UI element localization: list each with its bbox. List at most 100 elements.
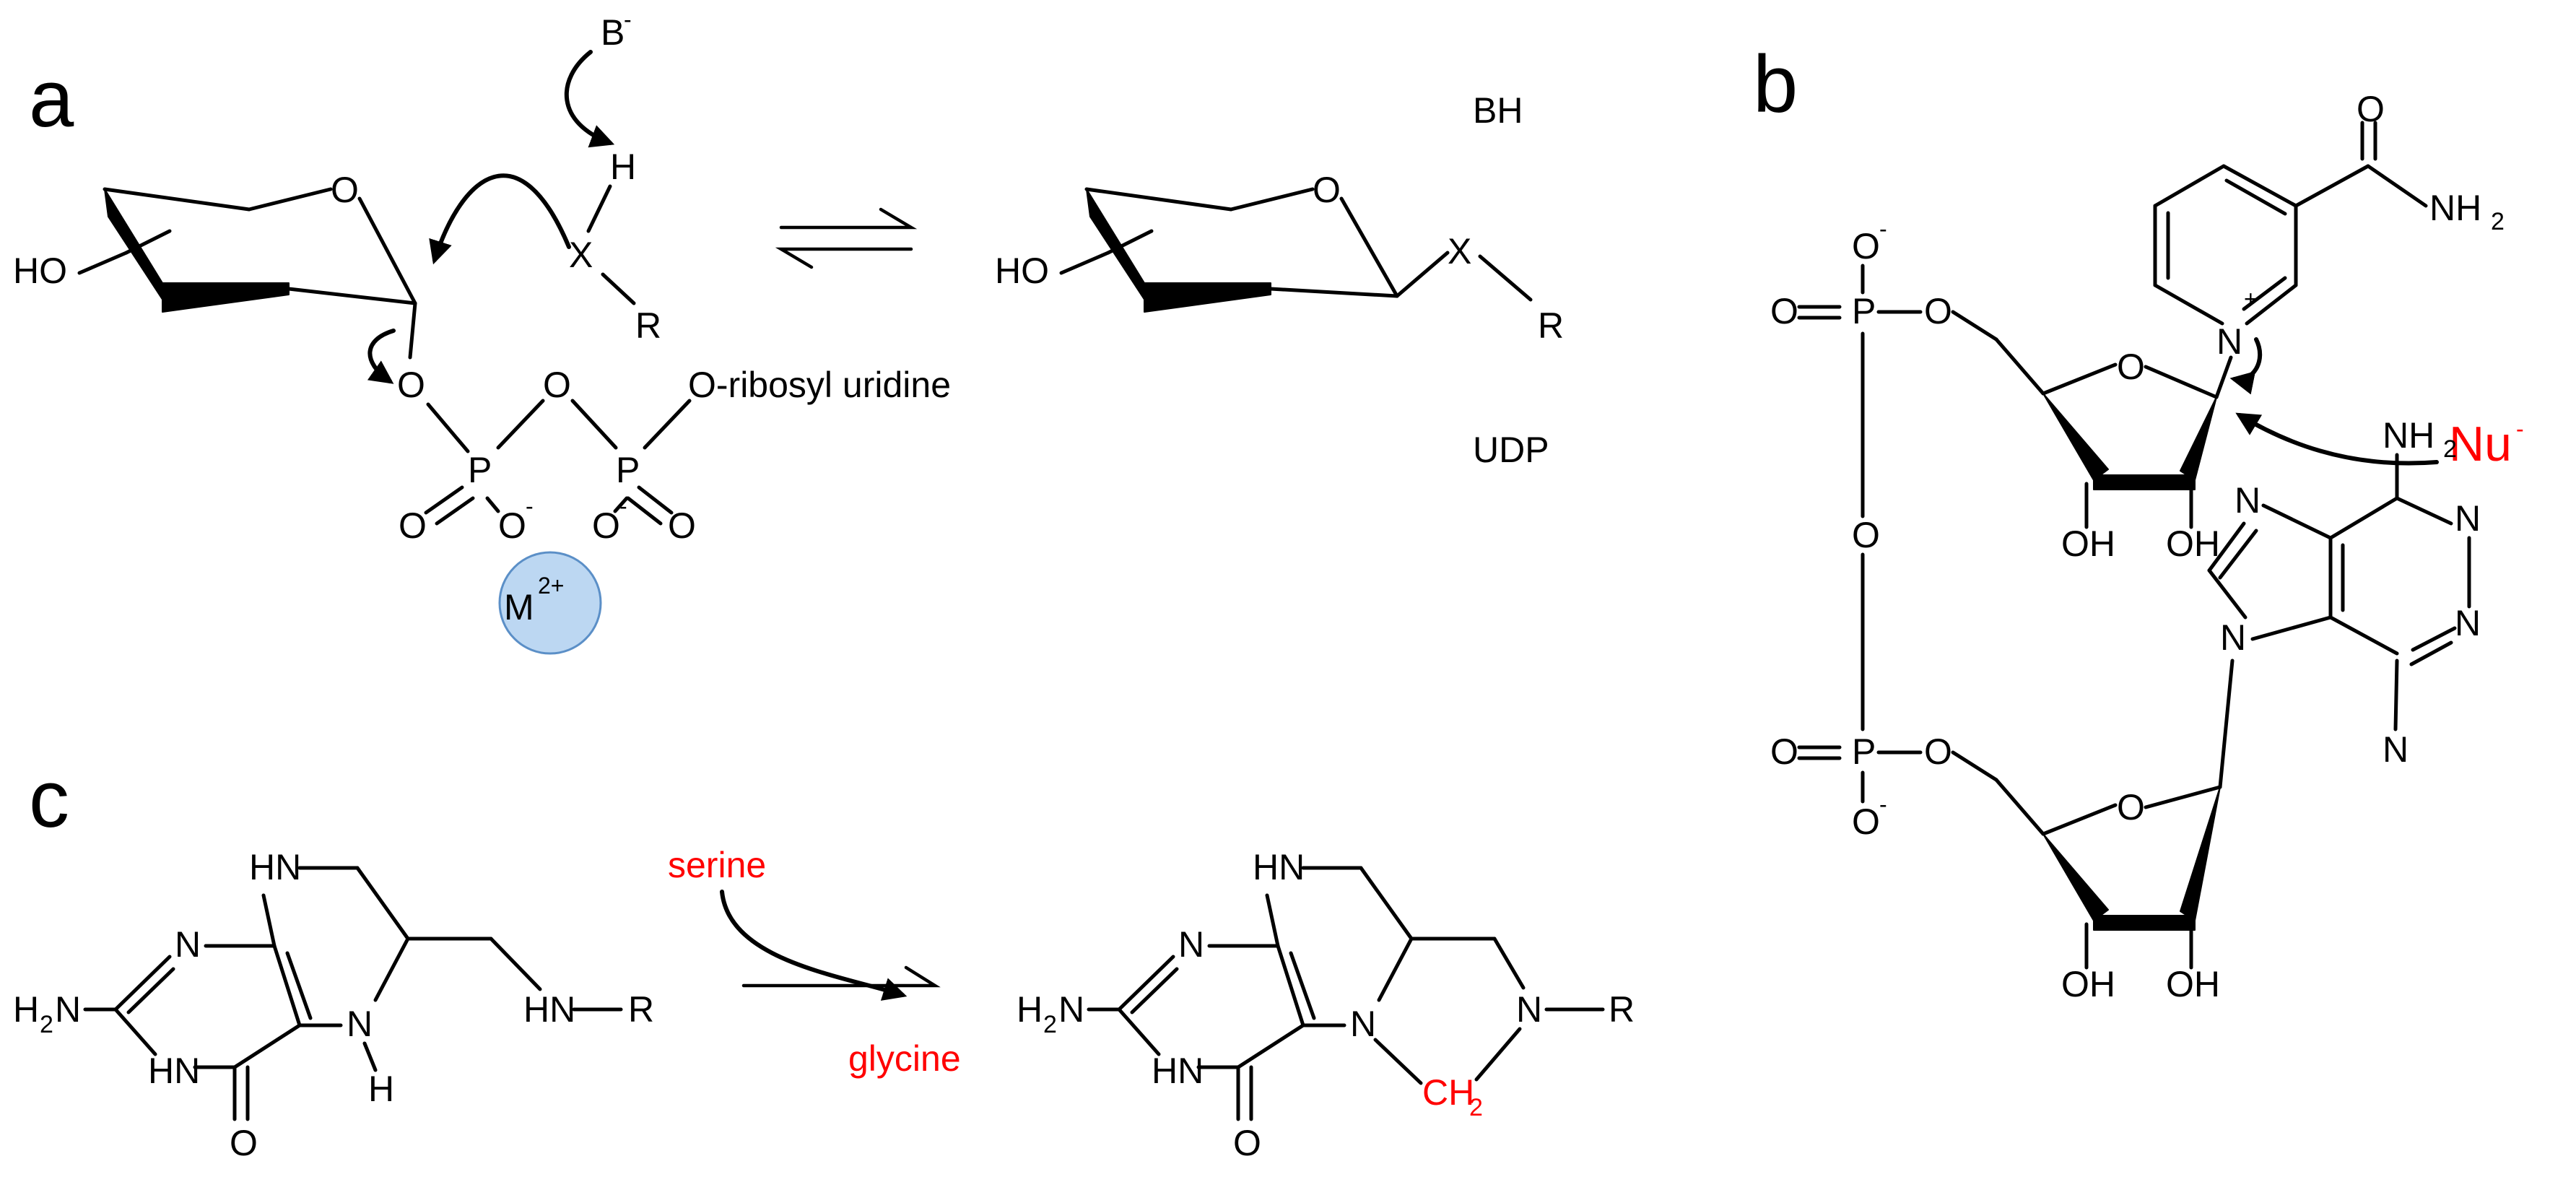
svg-text:N: N <box>2383 729 2409 770</box>
svg-text:R: R <box>1538 305 1564 346</box>
svg-text:O: O <box>1852 515 1880 555</box>
metal-label: M <box>504 587 534 627</box>
svg-text:O: O <box>230 1123 258 1163</box>
hydroxyl-left: HO <box>13 251 67 291</box>
protonated-base-label: BH <box>1473 90 1523 131</box>
sugar-chair-right: O HO X R <box>995 170 1564 346</box>
svg-text:2: 2 <box>2491 208 2505 235</box>
panel-c-label: c <box>29 754 69 844</box>
nucleophile-h: H <box>610 147 636 187</box>
serine-to-glycine-arrow <box>720 890 908 1001</box>
svg-text:-: - <box>1879 791 1887 817</box>
ring-oxygen-left: O <box>331 170 359 210</box>
svg-text:OH: OH <box>2061 964 2115 1004</box>
adenine-ring: NH 2 N N N N N <box>2207 415 2481 770</box>
udp-diphosphate: O P O P O-ribosyl uridine O O - O - O <box>397 365 951 546</box>
svg-text:N: N <box>1516 989 1542 1030</box>
svg-text:N: N <box>2455 603 2481 643</box>
svg-text:O: O <box>1852 801 1880 842</box>
svg-text:2: 2 <box>40 1011 53 1038</box>
svg-text:N: N <box>1178 924 1204 965</box>
metal-ion-circle <box>498 551 602 655</box>
methylene-tetrahydrofolate-right: H 2 N N HN O HN N CH 2 <box>1017 847 1635 1163</box>
base-charge: - <box>624 6 632 32</box>
svg-text:-: - <box>526 493 534 519</box>
svg-text:O: O <box>1770 291 1798 331</box>
amide-group: NH <box>2429 188 2481 228</box>
svg-text:O: O <box>397 365 425 405</box>
svg-text:R: R <box>1609 989 1635 1030</box>
svg-text:O: O <box>1233 1123 1261 1163</box>
svg-text:OH: OH <box>2061 523 2115 564</box>
svg-text:P: P <box>616 450 640 490</box>
svg-text:O: O <box>1313 170 1341 210</box>
nucleophile-charge: - <box>2516 416 2524 442</box>
panel-a-label: a <box>29 53 74 144</box>
nucleophile-attack-arrow <box>2235 412 2439 466</box>
metal-charge: 2+ <box>538 573 564 599</box>
amine-h-left: H <box>13 989 39 1030</box>
bond-cleavage-arrow <box>2229 337 2263 395</box>
svg-text:O: O <box>498 505 526 546</box>
svg-text:-: - <box>1879 216 1887 242</box>
udp-label: UDP <box>1473 430 1549 470</box>
equilibrium-forward-arrow <box>779 207 918 230</box>
svg-text:N: N <box>2235 480 2260 521</box>
svg-text:HO: HO <box>995 251 1049 291</box>
svg-text:HN: HN <box>148 1051 200 1091</box>
nucleophile-r: R <box>635 305 661 346</box>
svg-text:N: N <box>2455 498 2481 539</box>
svg-text:P: P <box>468 450 492 490</box>
svg-text:HN: HN <box>1152 1051 1204 1091</box>
svg-text:O: O <box>1924 291 1952 331</box>
svg-text:2: 2 <box>1043 1011 1057 1038</box>
leaving-group-arrow <box>367 329 396 384</box>
svg-text:O: O <box>543 365 571 405</box>
proton-abstraction-arrow <box>564 50 615 148</box>
svg-text:O: O <box>399 505 427 546</box>
svg-text:N: N <box>175 924 201 965</box>
amino-group: NH <box>2383 415 2434 456</box>
phosphorus-bottom: P <box>1852 731 1876 772</box>
nucleophile-label: Nu <box>2449 417 2512 472</box>
svg-text:O: O <box>668 505 696 546</box>
panel-c: c H 2 N N HN O HN N <box>13 754 1635 1163</box>
svg-text:N: N <box>1350 1004 1376 1044</box>
svg-text:HN: HN <box>249 847 301 887</box>
panel-b: b O - O P O O O P O O - O <box>1753 39 2524 1004</box>
svg-text:N: N <box>347 1004 373 1044</box>
panel-b-label: b <box>1753 39 1798 129</box>
nucleophile-x: X <box>569 235 593 275</box>
svg-text:X: X <box>1448 231 1471 271</box>
ring-nh-h: H <box>368 1069 394 1109</box>
ribose-adenosine: O OH OH <box>1994 659 2235 1004</box>
nicotinamide-ring: N + O NH 2 <box>2153 89 2505 399</box>
svg-text:N: N <box>2220 617 2246 658</box>
svg-text:HN: HN <box>523 989 575 1030</box>
svg-text:N: N <box>1058 989 1084 1030</box>
svg-text:OH: OH <box>2166 964 2220 1004</box>
svg-text:HN: HN <box>1253 847 1305 887</box>
reaction-arrow-c <box>741 965 941 988</box>
svg-text:OH: OH <box>2166 523 2220 564</box>
ribosyl-uridine-label: O-ribosyl uridine <box>688 365 951 405</box>
ribose-nicotinamide: O OH OH <box>1994 337 2220 564</box>
svg-text:O: O <box>1770 731 1798 772</box>
svg-text:O: O <box>1924 731 1952 772</box>
panel-a: a B - O HO H X R O P <box>13 6 1564 655</box>
glycine-label: glycine <box>848 1038 961 1079</box>
svg-text:2: 2 <box>1469 1094 1483 1121</box>
svg-text:O: O <box>1852 226 1880 266</box>
svg-text:O: O <box>2117 787 2145 827</box>
base-label: B <box>601 12 625 53</box>
serine-label: serine <box>668 845 766 885</box>
methylene-label: CH <box>1422 1072 1474 1113</box>
nucleophilic-attack-arrow <box>429 173 571 265</box>
svg-text:O: O <box>2117 347 2145 387</box>
tetrahydrofolate-left: H 2 N N HN O HN N H <box>13 847 654 1163</box>
equilibrium-reverse-arrow <box>775 247 913 269</box>
svg-text:R: R <box>628 989 654 1030</box>
svg-text:O: O <box>592 505 620 546</box>
svg-text:N: N <box>2216 321 2242 362</box>
